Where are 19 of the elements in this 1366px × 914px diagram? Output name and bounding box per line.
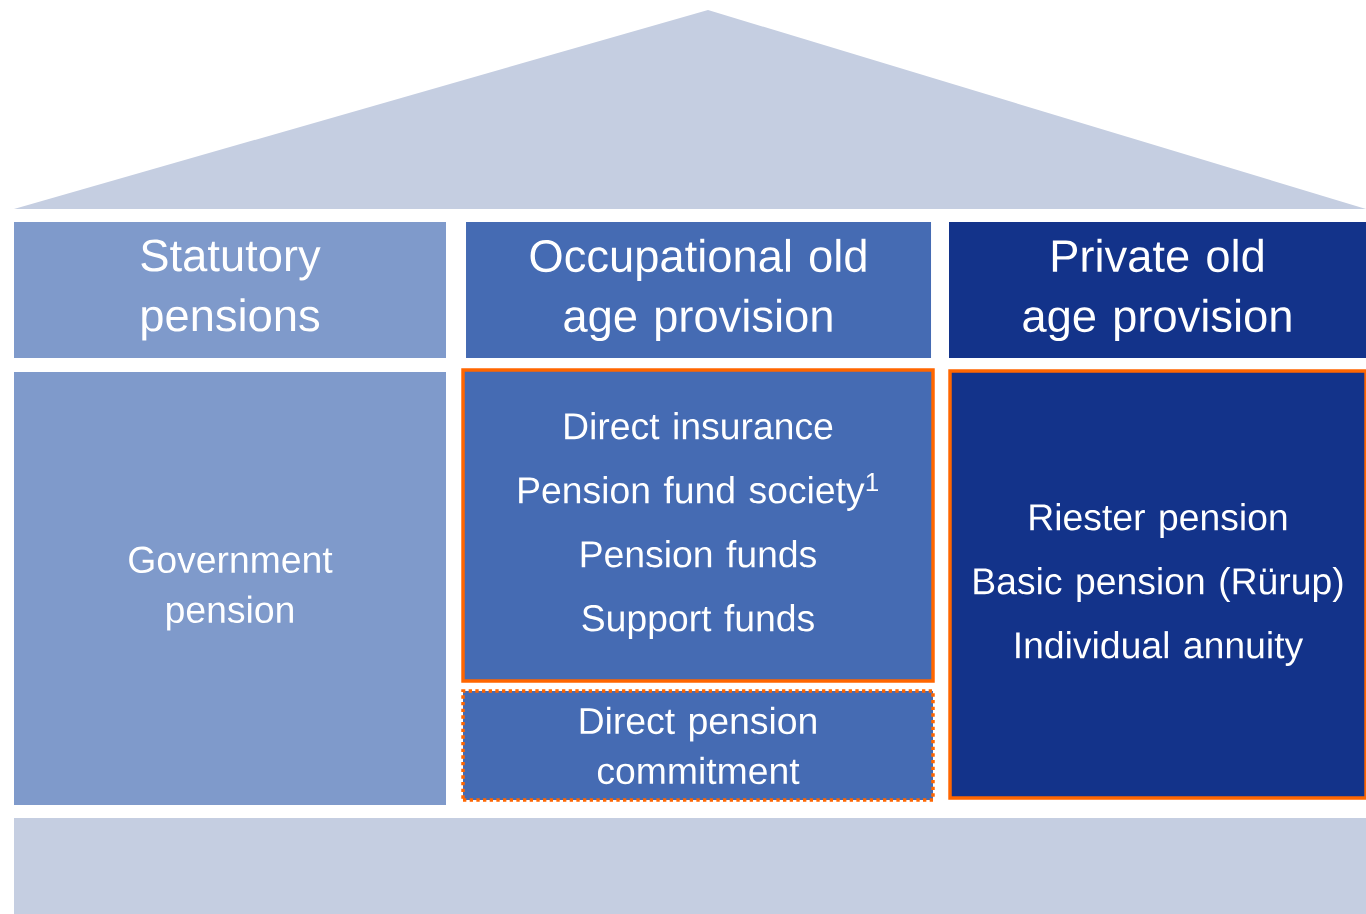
pension-label: Individual annuity xyxy=(1016,631,1304,666)
pension-box xyxy=(14,372,446,805)
pension-label: Direct pension commitment xyxy=(580,706,816,785)
pension-label: Basic pension (Rürup) xyxy=(974,567,1343,602)
pension-label: Direct insurance xyxy=(565,412,833,440)
pension-label: Occupational old age provision xyxy=(530,238,866,342)
pension-box xyxy=(461,368,935,683)
category-header xyxy=(949,222,1366,358)
pension-label: Private old age provision xyxy=(1023,238,1291,342)
pension-label: Riester pension xyxy=(1030,503,1287,538)
pension-label: Government pension xyxy=(129,546,333,631)
pension-label: Support funds xyxy=(582,604,814,639)
category-header xyxy=(466,222,931,358)
category-header xyxy=(14,222,446,358)
pension-label: Pension fund society$^{1}$ xyxy=(519,473,878,511)
pension-label: Statutory pensions xyxy=(141,239,321,341)
pension-box xyxy=(948,369,1366,800)
pension-label: Pension funds xyxy=(581,540,816,568)
pension-box xyxy=(461,689,935,802)
